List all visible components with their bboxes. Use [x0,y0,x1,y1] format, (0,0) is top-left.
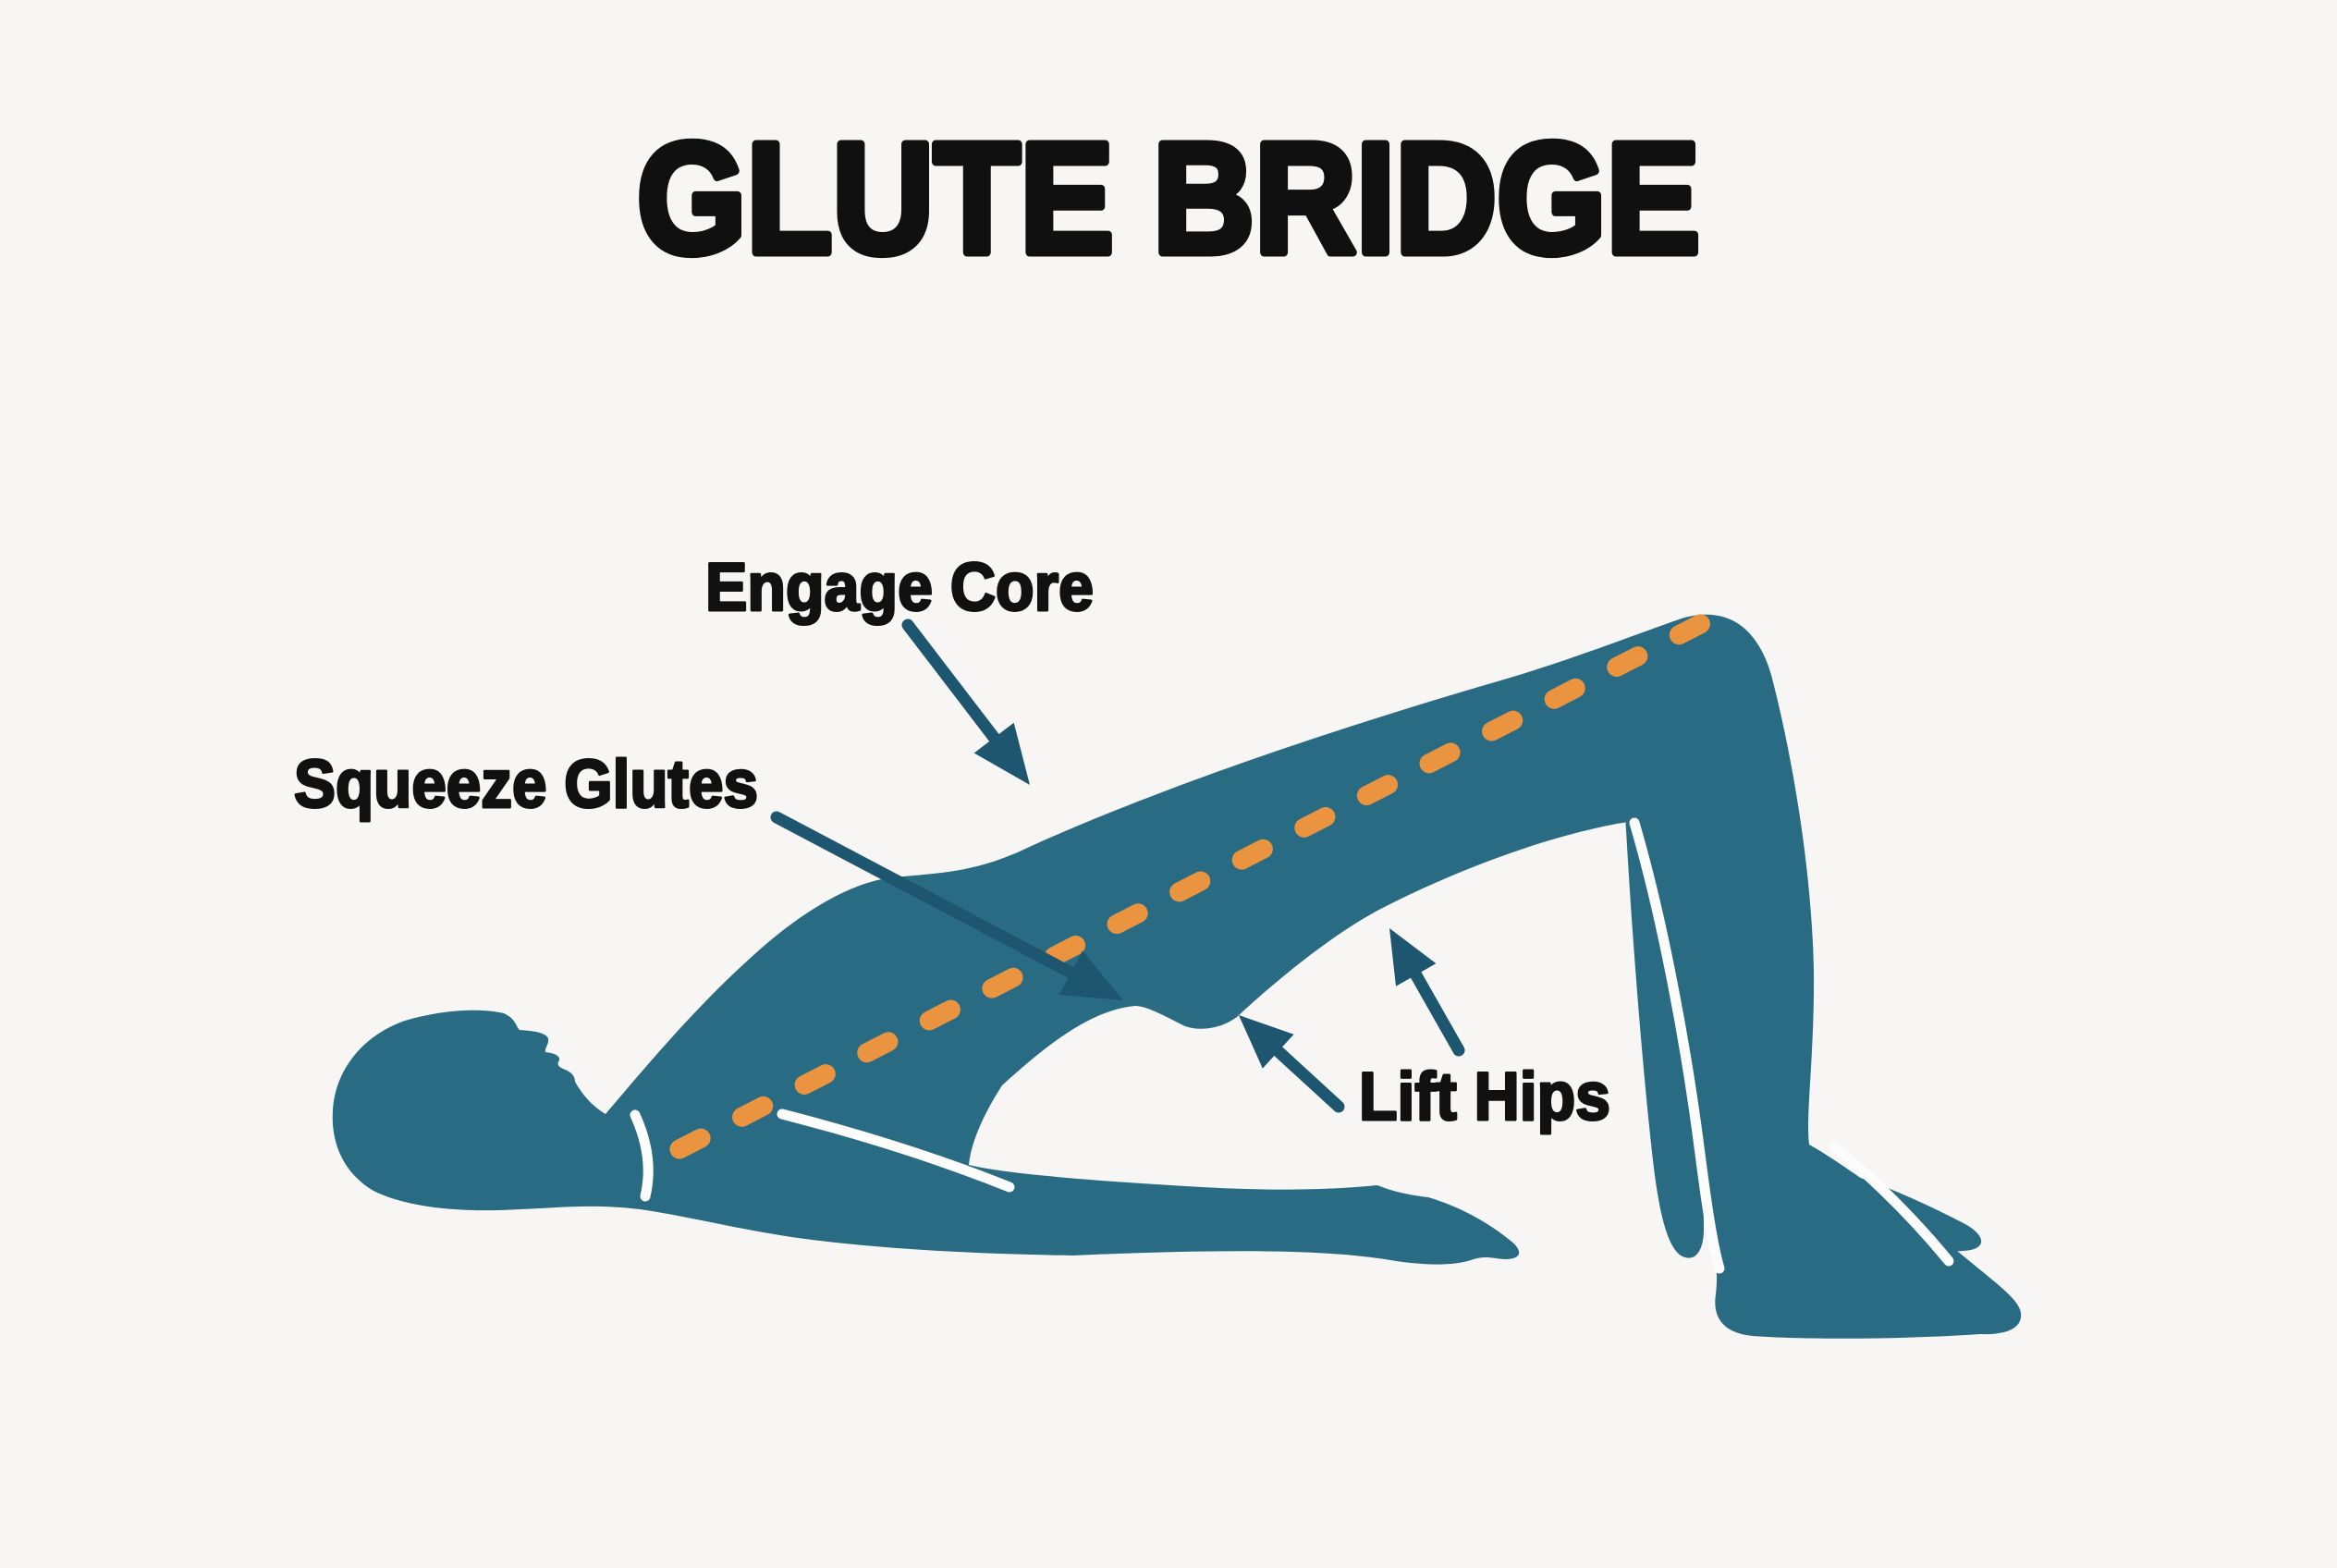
squeeze-glutes-arrow [770,811,1123,1000]
engage-core-arrow [901,619,1030,785]
shoulder-arm-highlight-line [777,1109,1015,1193]
shin-highlight-line [1629,817,1725,1274]
lift-hips-label: Lift Hips [1359,1060,1610,1134]
armpit-highlight-line [630,1109,654,1202]
alignment-dashed-line [669,611,1716,1159]
squeeze-glutes-label: Squeeze Glutes [294,747,758,822]
foot-separation-line [1829,1141,1954,1267]
far-leg-calf [1625,814,1704,1258]
person-body-silhouette [332,614,2022,1339]
lift-hips-arrow-right [1389,928,1465,1057]
lift-hips-arrow-left [1239,1015,1345,1113]
page-title: GLUTE BRIDGE [637,111,1700,287]
engage-core-label: Engage Core [705,550,1094,625]
